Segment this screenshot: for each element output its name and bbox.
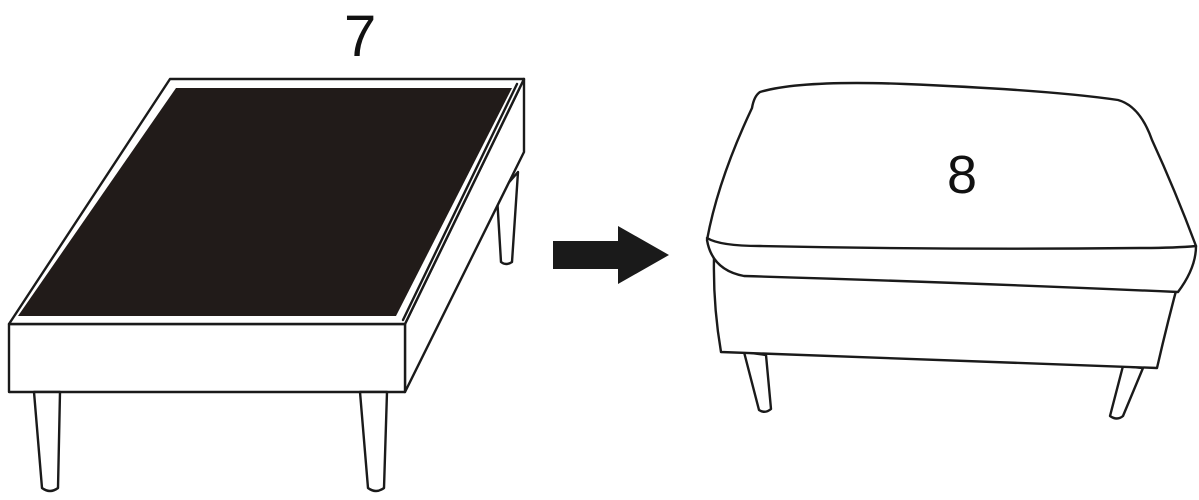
ottoman-leg-left	[742, 350, 773, 413]
step-number-7: 7	[344, 4, 377, 69]
direction-arrow	[553, 226, 669, 284]
ottoman-cushion-seam	[705, 236, 1198, 250]
ottoman-leg-right	[1108, 364, 1145, 420]
ottoman-base-with-board	[7, 77, 526, 493]
base-board	[18, 88, 512, 316]
base-front-leg-right	[358, 390, 389, 493]
ottoman-cushion	[705, 81, 1198, 294]
base-rim-inner-line	[401, 82, 519, 322]
base-front-face	[7, 322, 407, 394]
base-front-leg-left	[32, 390, 62, 493]
ottoman-with-cushion	[705, 81, 1198, 420]
step-number-8: 8	[947, 145, 978, 205]
